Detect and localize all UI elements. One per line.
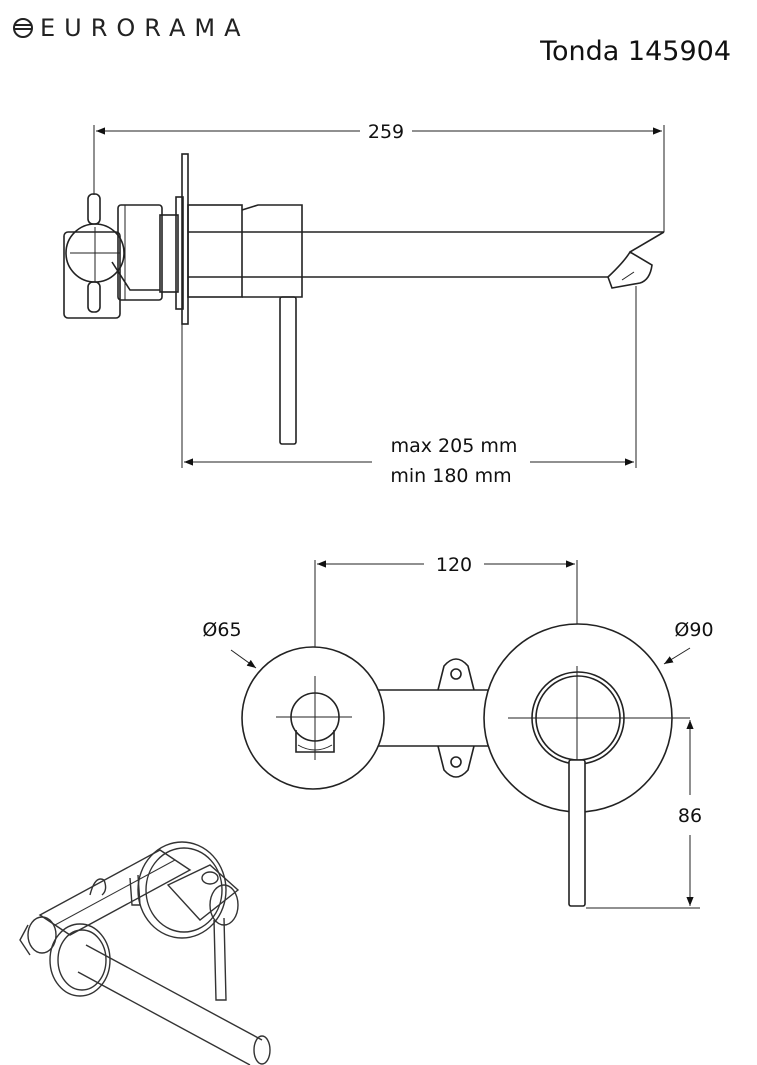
dimension-lever-height [586, 720, 700, 909]
dim-overall-length: 259 [368, 121, 404, 143]
brand-logo: EURORAMA [12, 14, 250, 42]
dimension-projection [181, 286, 637, 468]
body-bracket [370, 658, 500, 778]
isometric-view [19, 841, 271, 1065]
dim-centre-distance: 120 [436, 554, 472, 576]
brand-mark-icon [13, 18, 33, 38]
dim-diameter-small: Ø65 [202, 619, 241, 641]
mixer-plate [483, 623, 690, 907]
dim-projection-min: min 180 mm [390, 465, 511, 487]
side-view [63, 125, 665, 468]
dimension-overall-length [93, 125, 665, 232]
spout [187, 204, 665, 298]
dim-projection-max: max 205 mm [391, 435, 518, 457]
lever-handle [279, 296, 297, 445]
spout-plate [241, 646, 385, 790]
brand-name: EURORAMA [40, 14, 250, 42]
dim-lever-height: 86 [678, 805, 702, 827]
diameter-leaders [230, 647, 691, 669]
dim-diameter-large: Ø90 [674, 619, 713, 641]
front-view [230, 560, 700, 909]
mixer-body [63, 193, 179, 319]
product-title: Tonda 145904 [540, 36, 731, 67]
